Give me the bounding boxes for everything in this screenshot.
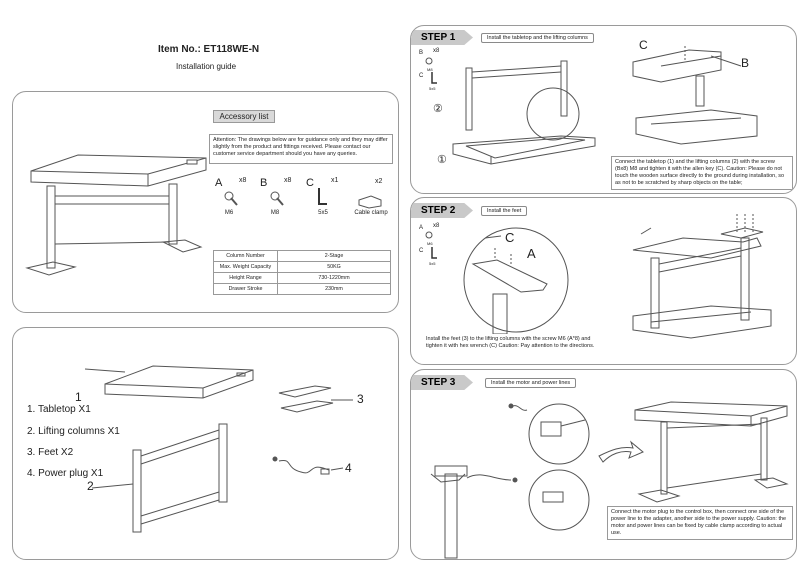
- step3-illustration: [411, 370, 797, 560]
- parts-item-plug: 4. Power plug X1: [27, 468, 104, 479]
- accessory-b-name: M8: [270, 210, 280, 216]
- accessory-c-letter: C: [306, 177, 314, 189]
- parts-item-columns: 2. Lifting columns X1: [27, 426, 120, 437]
- screw-icon: [424, 56, 436, 68]
- step1-label-c: C: [639, 38, 648, 52]
- step1-label-1: ①: [437, 154, 447, 166]
- step2-panel: STEP 2 Install the feet A x8 M6 C 5x5: [410, 197, 797, 365]
- step2-note: Install the feet: [481, 206, 528, 216]
- step1-panel: STEP 1 Install the tabletop and the lift…: [410, 25, 797, 194]
- accessory-list-heading: Accessory list: [213, 110, 275, 123]
- accessory-b-letter: B: [260, 177, 268, 189]
- callout-4: 4: [345, 461, 352, 475]
- step1-illustration: [411, 26, 797, 194]
- callout-1: 1: [75, 390, 82, 404]
- parts-item-feet: 3. Feet X2: [27, 447, 74, 458]
- parts-panel: 1. Tabletop X1 2. Lifting columns X1 3. …: [12, 327, 399, 560]
- parts-item-tabletop: 1. Tabletop X1: [27, 404, 91, 415]
- step2-c-size: 5x5: [429, 261, 436, 266]
- accessory-a-qty: x8: [239, 177, 247, 184]
- screw-m8-icon: [267, 190, 287, 210]
- screw-m6-icon: [221, 190, 241, 210]
- step2-badge: STEP 2: [411, 203, 473, 218]
- step2-a-letter: A: [419, 225, 424, 231]
- step2-label-c: C: [505, 230, 515, 245]
- step3-description: Connect the motor plug to the control bo…: [607, 506, 793, 540]
- accessory-c-name: 5x5: [318, 210, 328, 216]
- spec-value: 2-Stage: [277, 250, 391, 262]
- step1-b-size: M8: [427, 67, 433, 72]
- step2-label-a: A: [527, 246, 536, 261]
- parts-illustration: [13, 328, 399, 560]
- step1-badge: STEP 1: [411, 30, 473, 45]
- screw-icon: [424, 230, 436, 242]
- step1-c-letter: C: [419, 73, 424, 79]
- step2-c-letter: C: [419, 248, 424, 254]
- item-number: Item No.: ET118WE-N: [158, 44, 260, 55]
- allen-key-icon: [429, 246, 439, 262]
- step2-illustration: [411, 198, 797, 365]
- spec-value: 730-1220mm: [277, 272, 391, 284]
- cable-clamp-qty: x2: [375, 178, 383, 185]
- attention-note: Attention: The drawings below are for gu…: [209, 134, 393, 164]
- spec-value: 230mm: [277, 283, 391, 295]
- spec-value: 50KG: [277, 261, 391, 273]
- spec-label: Column Number: [213, 250, 278, 262]
- step1-label-b: B: [741, 56, 750, 70]
- allen-key-icon: [315, 186, 335, 208]
- step1-b-qty: x8: [433, 48, 440, 54]
- spec-label: Drawer Stroke: [213, 283, 278, 295]
- step1-c-size: 5x5: [429, 86, 436, 91]
- accessory-panel: Accessory list Attention: The drawings b…: [12, 91, 399, 313]
- step3-panel: STEP 3 Install the motor and power lines: [410, 369, 797, 560]
- step1-description: Connect the tabletop (1) and the lifting…: [611, 156, 793, 190]
- step1-label-2: ②: [433, 103, 443, 115]
- accessory-c-qty: x1: [331, 177, 339, 184]
- step1-note: Install the tabletop and the lifting col…: [481, 33, 594, 43]
- step2-a-qty: x8: [433, 223, 440, 229]
- cable-clamp-name: Cable clamp: [354, 210, 388, 216]
- guide-subtitle: Installation guide: [176, 62, 237, 71]
- allen-key-icon: [429, 71, 439, 87]
- step2-description: Install the feet (3) to the lifting colu…: [423, 334, 601, 360]
- step2-a-size: M6: [427, 241, 433, 246]
- step3-badge: STEP 3: [411, 375, 473, 390]
- spec-label: Height Range: [213, 272, 278, 284]
- step3-note: Install the motor and power lines: [485, 378, 577, 388]
- callout-2: 2: [87, 479, 94, 493]
- desk-illustration: [13, 92, 399, 313]
- accessory-a-name: M6: [224, 210, 234, 216]
- step1-b-letter: B: [419, 50, 424, 56]
- accessory-a-letter: A: [215, 177, 223, 189]
- spec-label: Max. Weight Capacity: [213, 261, 278, 273]
- accessory-b-qty: x8: [284, 177, 292, 184]
- cable-clamp-icon: [357, 192, 385, 210]
- callout-3: 3: [357, 392, 364, 406]
